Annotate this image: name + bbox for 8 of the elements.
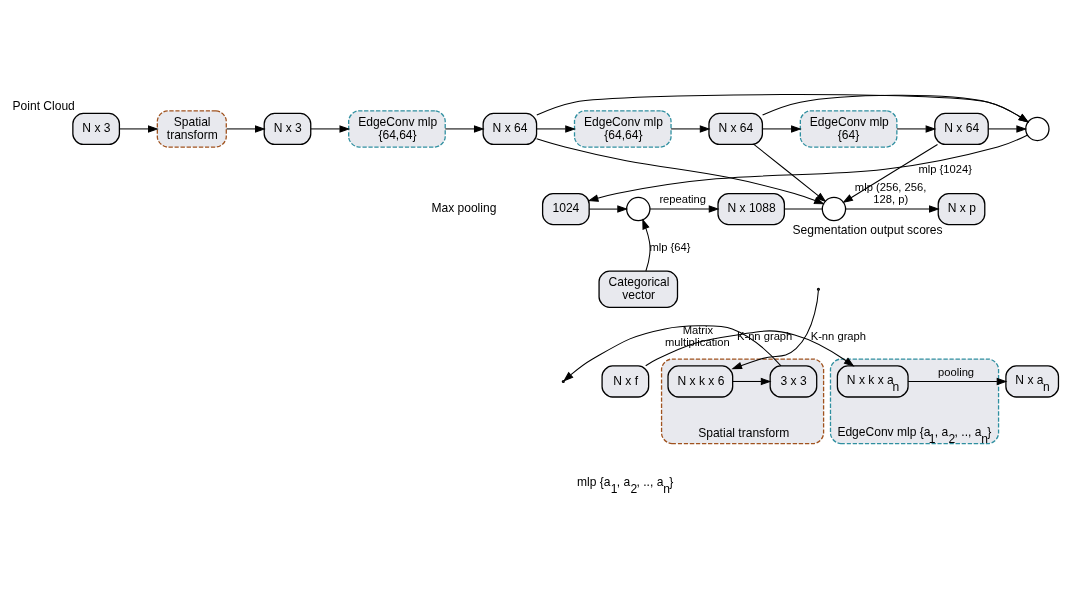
label: Max pooling [431,200,497,215]
edge-label: K-nn graph [810,329,867,342]
edge-label: mlp {64} [649,240,691,253]
edge-label: repeating [659,192,707,205]
node-label: Segmentation output scores [792,222,943,237]
node-label: Point Cloud [12,98,75,113]
edge-label: mlp {1024} [918,162,972,175]
edge-label: pooling [938,365,975,378]
